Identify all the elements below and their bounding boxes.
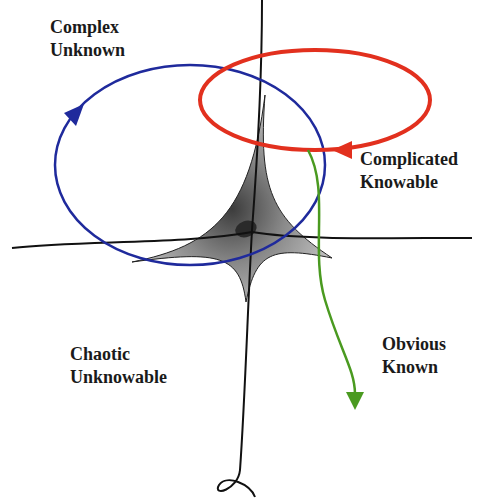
- domain-label: Chaotic Unknowable: [70, 343, 167, 389]
- boundary-line: [12, 232, 472, 248]
- domain-label: Complicated Knowable: [360, 148, 458, 194]
- green-arrow: [308, 150, 355, 394]
- boundary-line: [218, 0, 262, 497]
- blue-loop: [55, 65, 325, 265]
- central-star: [132, 95, 332, 302]
- red-loop: [200, 50, 430, 150]
- green-arrowhead: [346, 392, 364, 410]
- domain-label: Complex Unknown: [50, 16, 125, 62]
- domain-label: Obvious Known: [382, 333, 446, 379]
- blue-arrowhead: [64, 104, 84, 126]
- red-arrowhead: [332, 141, 352, 159]
- center-blob: [233, 218, 259, 241]
